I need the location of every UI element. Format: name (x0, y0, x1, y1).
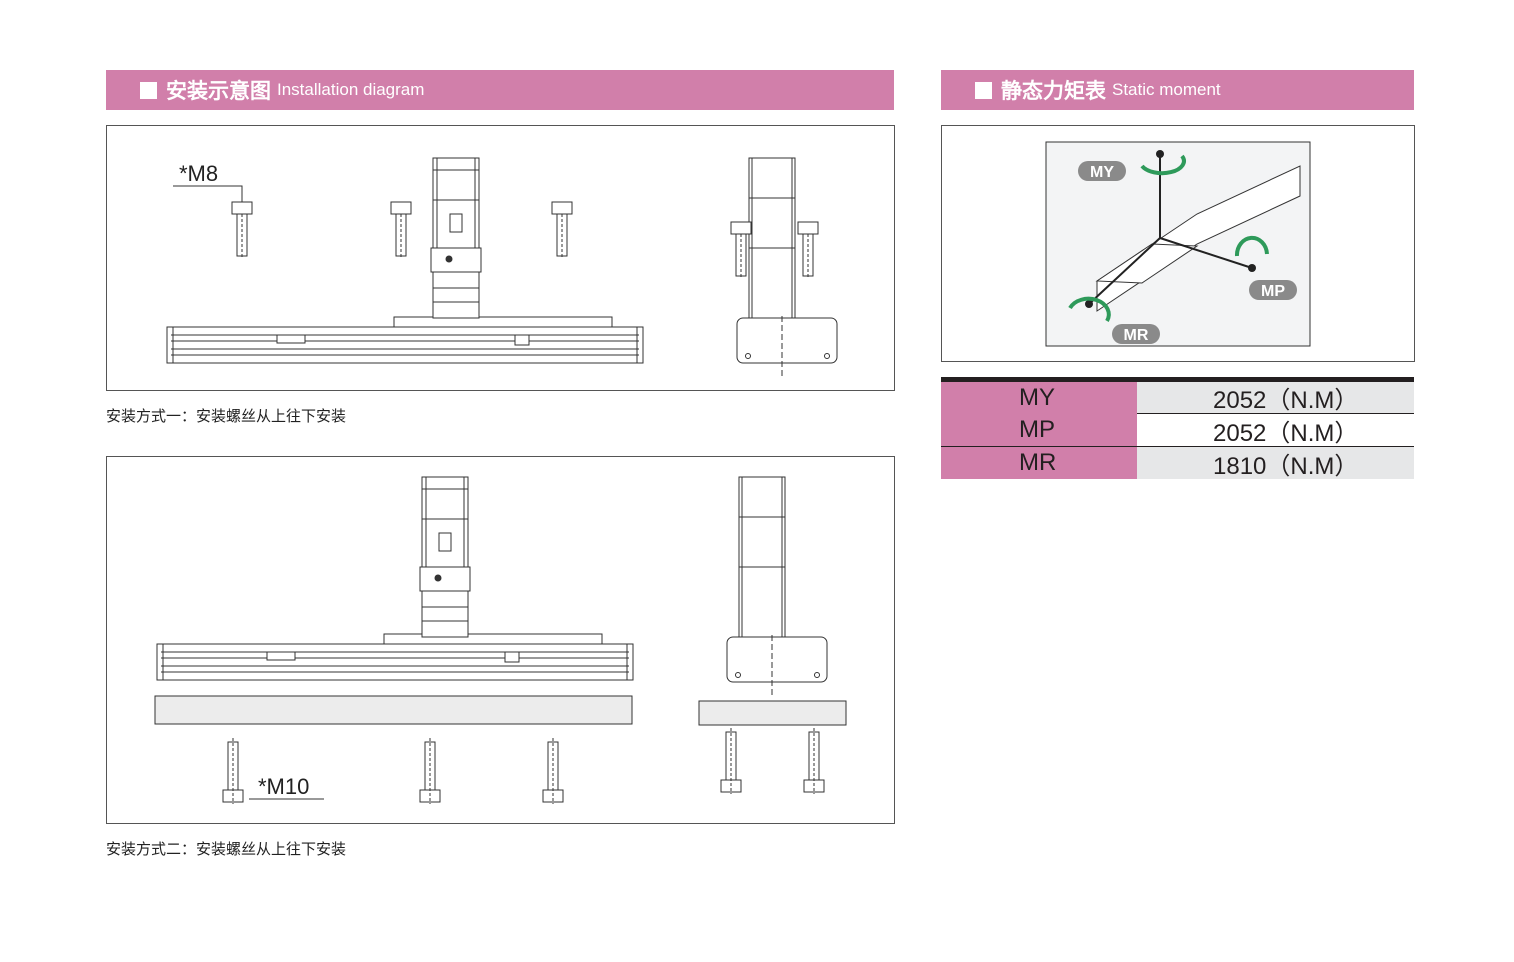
square-bullet-icon (975, 81, 992, 99)
bolt-label-m8: *M8 (179, 161, 218, 186)
installation-diagram-2: *M10 (106, 456, 895, 824)
moment-name: MY (941, 382, 1137, 414)
bolt-icon (542, 737, 564, 805)
label-mr: MR (1124, 327, 1149, 344)
diagram-1-drawing: *M8 (166, 157, 838, 378)
square-bullet-icon (140, 81, 157, 99)
bolt-icon (231, 201, 253, 259)
static-moment-header: 静态力矩表 Static moment (941, 70, 1414, 110)
static-moment-figure: MY MP MR (941, 125, 1415, 362)
label-mp: MP (1261, 283, 1285, 300)
moment-name: MR (941, 447, 1137, 479)
header-title-en: Static moment (1112, 80, 1221, 99)
table-row: MP 2052（N.M） (941, 414, 1414, 447)
bolt-icon (419, 737, 441, 805)
rotation-arrow-icon (1234, 235, 1269, 257)
bolt-icon (720, 727, 742, 795)
bolt-icon (551, 201, 573, 259)
rotation-arrow-icon (1068, 296, 1111, 323)
label-my: MY (1090, 164, 1114, 181)
diagram-2-drawing: *M10 (154, 476, 847, 805)
linear-rail-icon (156, 643, 634, 681)
installation-diagram-header: 安装示意图 Installation diagram (106, 70, 894, 110)
bolt-label-m10: *M10 (258, 774, 309, 799)
motor-icon (419, 476, 471, 638)
table-row: MR 1810（N.M） (941, 447, 1414, 480)
linear-rail-icon (166, 326, 644, 364)
diagram-2-caption: 安装方式二：安装螺丝从上往下安装 (106, 841, 347, 858)
side-view-icon (726, 476, 828, 683)
diagram-1-caption: 安装方式一：安装螺丝从上往下安装 (106, 408, 347, 425)
moment-value: 2052（N.M） (1137, 414, 1414, 447)
bolt-icon (222, 737, 244, 805)
installation-diagram-1: *M8 (106, 125, 895, 391)
header-title-en: Installation diagram (277, 80, 425, 99)
moment-value: 2052（N.M） (1137, 382, 1414, 414)
header-title-cn: 安装示意图 (166, 80, 271, 103)
rotation-arrow-icon (1140, 154, 1186, 176)
static-moment-table: MY 2052（N.M） MP 2052（N.M） MR 1810（N.M） (941, 377, 1414, 480)
header-title-cn: 静态力矩表 (1001, 80, 1106, 103)
moment-value: 1810（N.M） (1137, 447, 1414, 480)
bolt-icon (730, 221, 752, 279)
table-row: MY 2052（N.M） (941, 382, 1414, 414)
moment-axes-drawing: MY MP MR (1045, 141, 1311, 347)
bolt-icon (390, 201, 412, 259)
motor-icon (430, 157, 482, 319)
bolt-icon (797, 221, 819, 279)
bolt-icon (803, 727, 825, 795)
moment-name: MP (941, 414, 1137, 446)
side-view-icon (736, 157, 838, 364)
